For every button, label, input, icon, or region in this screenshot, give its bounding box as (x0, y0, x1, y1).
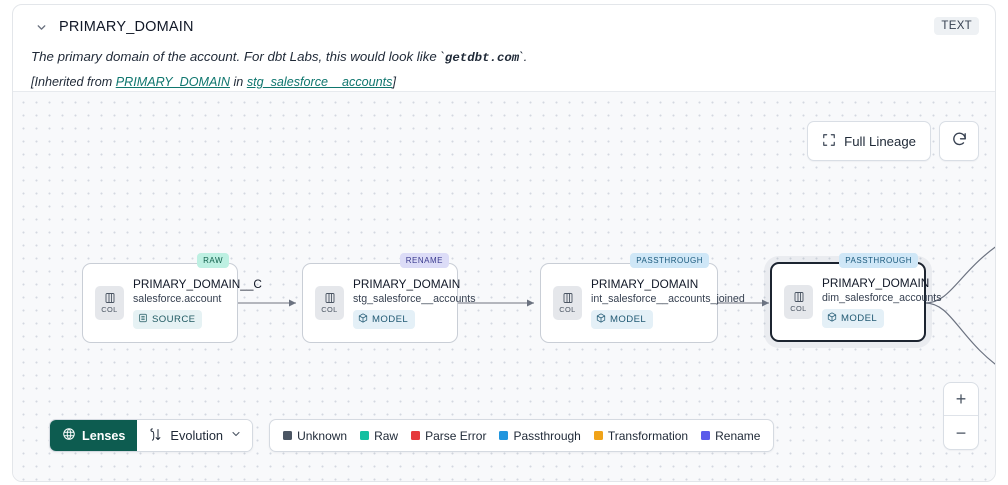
lineage-legend: Unknown Raw Parse Error Passthrough Tran… (269, 419, 775, 452)
legend-swatch (701, 431, 711, 440)
inherited-column-link[interactable]: PRIMARY_DOMAIN (115, 74, 230, 89)
node-kind-label: MODEL (372, 314, 409, 325)
lineage-node[interactable]: RENAME COL PRIMARY_DOMAIN stg_salesforce… (302, 253, 476, 343)
zoom-controls: + − (943, 382, 979, 450)
lineage-node[interactable]: RAW COL PRIMARY_DOMAIN__C salesforce.acc… (82, 253, 262, 343)
node-subtitle: salesforce.account (133, 293, 222, 305)
legend-item: Raw (360, 429, 398, 443)
lineage-node-selected[interactable]: PASSTHROUGH COL PRIMARY_DOMAIN dim_sales… (770, 253, 942, 342)
column-lineage-card: PRIMARY_DOMAIN TEXT The primary domain o… (12, 4, 996, 482)
column-chip-label: COL (101, 305, 118, 314)
node-kind-badge: SOURCE (133, 310, 203, 329)
column-icon: COL (784, 285, 813, 319)
legend-label: Passthrough (513, 428, 581, 443)
legend-item: Passthrough (499, 428, 581, 443)
lenses-button[interactable]: Lenses (50, 420, 138, 451)
page-title: PRIMARY_DOMAIN (59, 19, 194, 35)
description-text-pre: The primary domain of the account. For d… (31, 49, 445, 64)
node-kind-label: MODEL (610, 314, 647, 325)
zoom-in-button[interactable]: + (944, 383, 978, 416)
node-subtitle: stg_salesforce__accounts (353, 293, 476, 305)
node-badge: PASSTHROUGH (630, 253, 709, 268)
lenses-label: Lenses (82, 428, 126, 443)
inherit-prefix: [Inherited from (31, 74, 116, 89)
lineage-canvas[interactable]: Full Lineage + − (13, 91, 995, 481)
canvas-top-controls: Full Lineage (807, 121, 979, 161)
legend-item: Parse Error (411, 429, 486, 443)
column-description: The primary domain of the account. For d… (31, 48, 977, 67)
canvas-bottom-bar: Lenses Evolution Unknown (49, 419, 775, 452)
node-title: PRIMARY_DOMAIN__C (133, 277, 262, 291)
inherit-suffix: ] (392, 74, 396, 89)
node-subtitle: dim_salesforce_accounts (822, 292, 942, 304)
evolution-label: Evolution (170, 428, 224, 443)
legend-label: Raw (374, 428, 399, 443)
node-title: PRIMARY_DOMAIN (591, 277, 699, 291)
edge-out-bottom (924, 302, 995, 365)
legend-label: Rename (715, 428, 761, 443)
node-subtitle: int_salesforce__accounts_joined (591, 293, 745, 305)
type-badge: TEXT (934, 17, 979, 35)
node-kind-label: SOURCE (152, 314, 196, 325)
node-badge: PASSTHROUGH (839, 253, 918, 268)
lineage-edges (237, 246, 995, 365)
legend-swatch (411, 431, 421, 440)
edge-out-top (924, 246, 995, 304)
lens-icon (62, 427, 76, 444)
node-kind-label: MODEL (841, 313, 878, 324)
evolution-icon (148, 427, 163, 445)
cube-icon (827, 312, 837, 325)
description-text-post: `. (519, 49, 528, 64)
expand-frame-icon (822, 133, 836, 150)
column-chip-label: COL (559, 305, 576, 314)
header: PRIMARY_DOMAIN TEXT The primary domain o… (13, 5, 995, 91)
refresh-button[interactable] (939, 121, 979, 161)
node-badge: RAW (197, 253, 229, 268)
column-chip-label: COL (790, 304, 807, 313)
inherited-from-note: [Inherited from PRIMARY_DOMAIN in stg_sa… (31, 75, 977, 89)
description-code: getdbt.com (444, 51, 520, 65)
chevron-down-icon (230, 428, 242, 443)
legend-label: Unknown (297, 428, 348, 443)
legend-item: Transformation (593, 428, 689, 443)
column-icon: COL (95, 286, 124, 320)
legend-label: Transformation (607, 428, 689, 443)
inherited-model-link[interactable]: stg_salesforce__accounts (246, 74, 393, 89)
node-badge: RENAME (399, 253, 449, 268)
cube-icon (596, 313, 606, 326)
refresh-icon (951, 131, 968, 151)
full-lineage-button[interactable]: Full Lineage (807, 121, 931, 161)
lens-control-group: Lenses Evolution (49, 419, 254, 452)
database-icon (138, 313, 148, 326)
column-icon: COL (315, 286, 344, 320)
legend-swatch (499, 431, 509, 440)
full-lineage-label: Full Lineage (844, 133, 916, 149)
column-chip-label: COL (321, 305, 338, 314)
legend-label: Parse Error (425, 428, 487, 443)
legend-item: Unknown (283, 429, 347, 443)
node-kind-badge: MODEL (353, 310, 416, 329)
legend-item: Rename (701, 429, 760, 443)
lineage-node[interactable]: PASSTHROUGH COL PRIMARY_DOMAIN int_sales… (540, 253, 745, 343)
zoom-out-button[interactable]: − (955, 422, 967, 443)
legend-swatch (283, 431, 293, 440)
inherit-middle: in (230, 74, 247, 89)
node-kind-badge: MODEL (822, 309, 885, 328)
cube-icon (358, 313, 368, 326)
chevron-down-icon[interactable] (31, 17, 51, 37)
node-kind-badge: MODEL (591, 310, 654, 329)
column-icon: COL (553, 286, 582, 320)
node-title: PRIMARY_DOMAIN (353, 277, 461, 291)
legend-swatch (360, 431, 370, 440)
evolution-dropdown[interactable]: Evolution (137, 420, 253, 451)
node-title: PRIMARY_DOMAIN (822, 276, 930, 290)
legend-swatch (593, 431, 603, 440)
